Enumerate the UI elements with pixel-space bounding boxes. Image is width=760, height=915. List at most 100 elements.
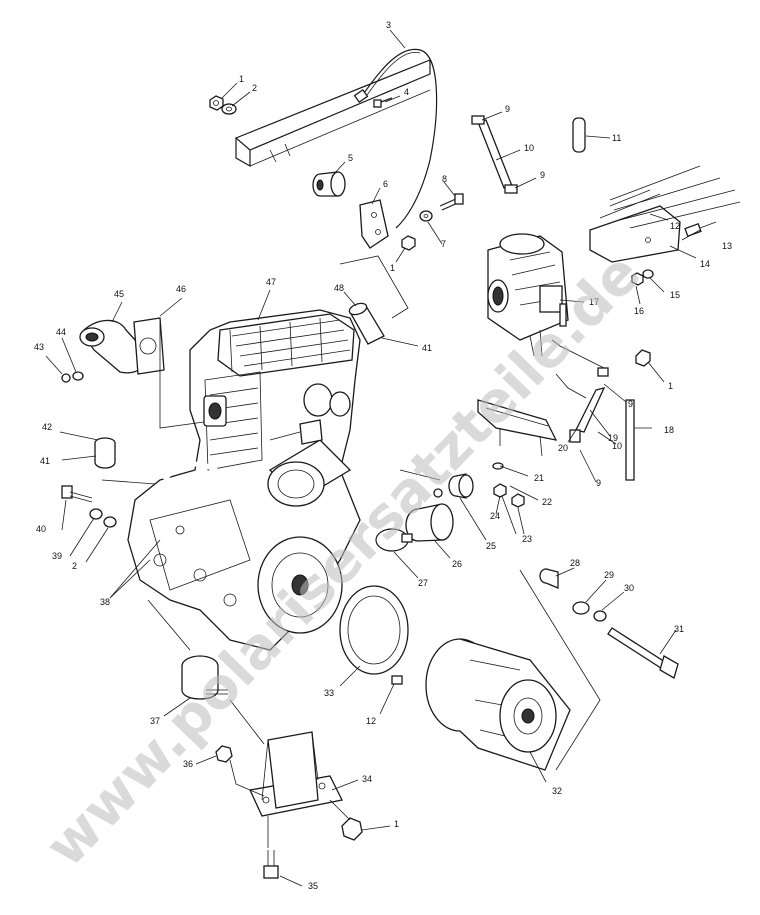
callout-37: 37 [150,716,160,726]
callout-8: 8 [442,174,447,184]
plug-48 [348,302,385,345]
callout-1: 1 [668,381,673,391]
callout-32: 32 [552,786,562,796]
throttle-cable [353,48,438,229]
callout-29: 29 [604,570,614,580]
callout-labels: 1 2 3 4 5 6 7 8 1 9 10 9 11 12 13 14 15 … [34,20,732,891]
callout-5: 5 [348,153,353,163]
callout-10: 10 [612,441,622,451]
callout-13: 13 [722,241,732,251]
callout-22: 22 [542,497,552,507]
washer-2-left [103,516,117,528]
callout-41: 41 [422,343,432,353]
callout-7: 7 [441,239,446,249]
bracket-6 [359,199,389,249]
cover-plate-33 [339,585,409,675]
callout-4: 4 [404,87,409,97]
callout-47: 47 [266,277,276,287]
callout-21: 21 [534,473,544,483]
callout-34: 34 [362,774,372,784]
bolt-31 [607,627,679,679]
washer-29 [572,601,590,615]
nut-1-bottom [341,817,363,841]
engine-mount-37 [181,655,228,700]
carburetor-17 [487,233,569,357]
washer-2-top [221,103,237,115]
nut-23 [511,493,525,508]
callout-1: 1 [394,819,399,829]
callout-15: 15 [670,290,680,300]
drive-clutch-32 [425,638,571,771]
callout-2: 2 [72,561,77,571]
isolator-25 [433,473,474,499]
callout-26: 26 [452,559,462,569]
washer-15 [642,269,654,279]
washer-44 [72,371,84,381]
callout-2: 2 [252,83,257,93]
callout-41: 41 [40,456,50,466]
callout-46: 46 [176,284,186,294]
intake-adapter-26 [405,503,454,542]
bolt-4 [373,97,393,108]
nut-24 [493,483,507,498]
plug-42 [94,437,116,469]
nut-36 [215,745,233,763]
callout-17: 17 [589,297,599,307]
nut-16 [631,272,644,286]
gasket-46 [133,317,165,375]
callout-36: 36 [183,759,193,769]
engine-block [127,309,361,651]
callout-43: 43 [34,342,44,352]
callout-27: 27 [418,578,428,588]
heat-shield-bracket [477,399,558,457]
washer-30 [593,610,607,622]
bolt-35 [263,850,279,879]
callout-20: 20 [558,443,568,453]
callout-12: 12 [670,221,680,231]
callout-6: 6 [383,179,388,189]
nut-1-top [209,95,224,111]
callout-9: 9 [540,170,545,180]
callout-23: 23 [522,534,532,544]
callout-28: 28 [570,558,580,568]
callout-18: 18 [664,425,674,435]
mount-bracket-34 [249,731,343,817]
hose-clamp-27 [375,528,413,552]
callout-25: 25 [486,541,496,551]
callout-48: 48 [334,283,344,293]
damper-21 [492,462,504,470]
callout-16: 16 [634,306,644,316]
bolt-40 [61,485,93,503]
washer-39 [89,508,103,520]
callout-1: 1 [239,74,244,84]
callout-3: 3 [386,20,391,30]
callout-9: 9 [505,104,510,114]
intake-elbow-45 [79,319,148,374]
bolt-8 [439,193,464,211]
callout-45: 45 [114,289,124,299]
callout-10: 10 [524,143,534,153]
callout-33: 33 [324,688,334,698]
nut-1-mid [401,235,416,251]
screw-43 [61,373,71,383]
frame-rail [234,59,431,168]
callout-44: 44 [56,327,66,337]
callout-9: 9 [596,478,601,488]
callout-1: 1 [390,263,395,273]
vent-tube-10 [471,115,518,194]
callout-9: 9 [628,399,633,409]
screw-12-lower [391,675,403,685]
callout-12: 12 [366,716,376,726]
callout-11: 11 [612,133,621,143]
callout-35: 35 [308,881,318,891]
callout-14: 14 [700,259,710,269]
callout-39: 39 [52,551,62,561]
fuel-line-18 [625,399,635,481]
rubber-damper-5 [312,171,346,197]
callout-40: 40 [36,524,46,534]
nut-1-right [635,349,651,367]
plug-11 [572,117,586,153]
callout-42: 42 [42,422,52,432]
callout-31: 31 [674,624,684,634]
